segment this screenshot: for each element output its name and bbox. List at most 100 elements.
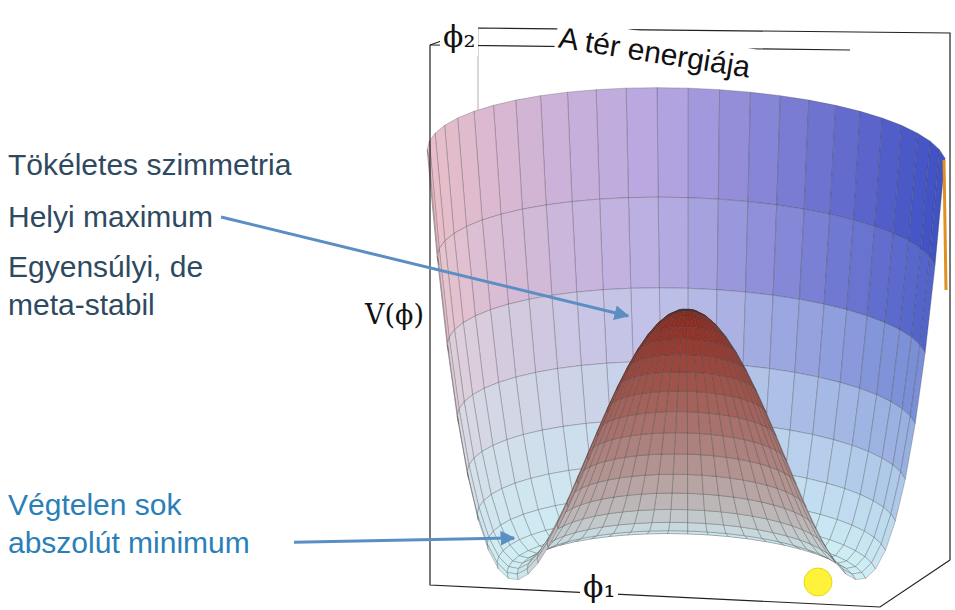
box-edge	[430, 28, 950, 560]
surface-patch	[437, 249, 449, 345]
surface-patch	[688, 198, 718, 290]
orange-edge	[944, 160, 946, 290]
surface-patch	[688, 474, 704, 494]
surface-patch	[672, 474, 688, 493]
surface-patch	[670, 509, 688, 522]
surface-patch	[687, 310, 697, 311]
surface-patch	[675, 412, 687, 433]
surface-patch	[687, 310, 697, 312]
surface-patch	[718, 90, 750, 202]
callout-text: Egyensúlyi, de meta-stabil	[8, 248, 258, 324]
surface-patch	[487, 544, 498, 569]
box-edge	[430, 45, 950, 607]
surface-patch	[688, 433, 701, 455]
surface-patch	[705, 511, 724, 525]
surface-patch	[726, 337, 737, 353]
surface-patch	[597, 410, 608, 436]
surface-patch	[657, 316, 667, 325]
surface-patch	[567, 480, 578, 507]
surface-patch	[743, 292, 773, 368]
surface-patch	[773, 205, 804, 299]
surface-patch	[784, 457, 796, 484]
surface-patch	[596, 88, 628, 199]
surface-patch	[745, 369, 756, 391]
surface-patch	[777, 96, 809, 209]
surface-patch	[891, 472, 905, 521]
surface-patch	[457, 416, 468, 479]
surface-patch	[688, 493, 705, 510]
surface-patch	[467, 465, 479, 514]
axis-label: V(ϕ)	[362, 298, 427, 332]
surface-patch	[657, 316, 667, 325]
surface-patch	[427, 150, 439, 265]
surface-patch	[626, 88, 658, 198]
surface-patch	[603, 288, 633, 363]
surface-patch	[688, 523, 707, 532]
axis-label: ϕ₂	[440, 18, 478, 56]
surface-patch	[910, 345, 925, 424]
surface-patch	[447, 345, 459, 424]
surface-patch	[650, 522, 670, 531]
surface-patch	[920, 257, 935, 353]
callout-text: Végtelen sok abszolút minimum	[8, 486, 288, 562]
surface-patch	[652, 509, 671, 522]
surface-patch	[716, 290, 746, 366]
surface-patch	[833, 558, 846, 574]
surface-patch	[657, 474, 674, 493]
surface-patch	[813, 524, 826, 547]
surface-patch	[771, 430, 784, 456]
surface-patch	[637, 337, 647, 353]
surface-patch	[716, 325, 727, 338]
surface-patch	[667, 311, 677, 316]
surface-patch	[794, 480, 806, 507]
surface-patch	[717, 199, 748, 292]
surface-patch	[697, 311, 707, 317]
surface-patch	[799, 499, 813, 524]
surface-patch	[703, 494, 721, 512]
surface-patch	[658, 197, 688, 288]
surface-patch	[696, 311, 706, 316]
surface-patch	[667, 311, 677, 316]
surface-patch	[740, 365, 752, 386]
surface-patch	[688, 454, 702, 475]
surface-patch	[572, 199, 603, 292]
surface-patch	[547, 524, 558, 547]
surface-patch	[577, 457, 588, 484]
surface-patch	[577, 290, 607, 366]
axis-title: A tér energiája	[553, 18, 756, 87]
surface-patch	[687, 372, 697, 392]
surface-patch	[706, 316, 716, 325]
surface-patch	[688, 88, 719, 199]
surface-patch	[901, 416, 916, 479]
surface-patch	[774, 433, 786, 460]
surface-patch	[447, 337, 459, 416]
surface-patch	[557, 503, 568, 528]
surface-patch	[654, 493, 672, 510]
surface-patch	[872, 544, 886, 569]
surface-patch	[746, 202, 777, 296]
plot-box	[430, 45, 950, 607]
surface-patch	[881, 514, 895, 550]
surface-patch	[600, 198, 631, 290]
surface-patch	[657, 88, 688, 198]
surface-patch	[467, 472, 478, 521]
surface-patch	[457, 409, 469, 472]
surface-patch	[781, 453, 794, 480]
surface-patch	[790, 477, 804, 503]
callout-text: Tökéletes szimmetria	[8, 146, 291, 184]
surface-patch	[679, 355, 687, 372]
surface-patch	[497, 563, 508, 579]
surface-patch	[818, 538, 833, 558]
surface-patch	[677, 310, 687, 312]
surface-patch	[736, 351, 747, 370]
surface-patch	[678, 310, 687, 312]
surface-patch	[677, 310, 687, 312]
surface-patch	[567, 90, 599, 202]
surface-patch	[659, 454, 674, 475]
surface-patch	[627, 351, 637, 370]
surface-patch	[688, 510, 706, 524]
surface-patch	[687, 310, 696, 311]
callout-text: Helyi maximum	[8, 198, 213, 236]
surface-patch	[537, 543, 548, 563]
